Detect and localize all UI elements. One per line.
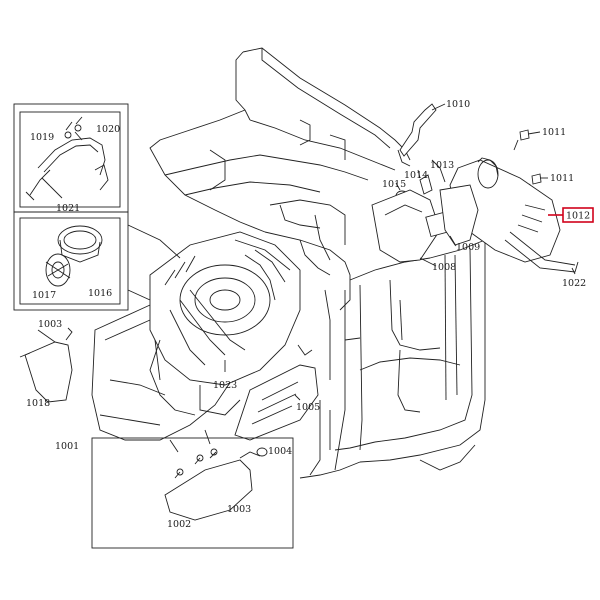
part-labels: 1010 1011 1011 1012 1013 1014 1015 1009 … <box>26 99 590 530</box>
leader-inset-lower <box>127 289 151 301</box>
inset-box-pipe-assembly <box>13 103 129 213</box>
bracket-1003-left <box>19 327 73 403</box>
label-1020: 1020 <box>96 124 120 135</box>
leader-inset-to-assembly <box>127 224 181 259</box>
label-1021: 1021 <box>56 203 80 214</box>
brew-unit-assembly <box>149 231 301 416</box>
label-1013: 1013 <box>430 160 454 171</box>
label-1001: 1001 <box>55 441 79 452</box>
label-1016: 1016 <box>88 288 112 299</box>
chute-1005 <box>234 344 319 441</box>
label-1019: 1019 <box>30 132 54 143</box>
label-1005: 1005 <box>296 402 320 413</box>
motor-1012 <box>449 157 579 273</box>
inset-box-bottom <box>91 429 294 549</box>
label-1023: 1023 <box>213 380 237 391</box>
label-1011-top: 1011 <box>542 127 566 138</box>
label-1008: 1008 <box>432 262 456 273</box>
lever-part-1010 <box>397 103 437 167</box>
main-housing-frame <box>149 47 501 479</box>
label-1014: 1014 <box>404 170 428 181</box>
bracket-1008-1009 <box>371 184 479 263</box>
label-1009: 1009 <box>456 242 480 253</box>
label-1010: 1010 <box>446 99 470 110</box>
leader-lines <box>37 103 576 401</box>
label-1004: 1004 <box>268 446 292 457</box>
label-1018: 1018 <box>26 398 50 409</box>
label-1012: 1012 <box>566 211 590 222</box>
label-1003-bottom: 1003 <box>227 504 251 515</box>
label-1017: 1017 <box>32 290 56 301</box>
label-1022: 1022 <box>562 278 586 289</box>
label-1015: 1015 <box>382 179 406 190</box>
inset-box-grinder-parts <box>13 211 129 311</box>
label-1002: 1002 <box>167 519 191 530</box>
label-1011-right: 1011 <box>550 173 574 184</box>
screw-1011-top <box>513 129 530 151</box>
label-1003-left: 1003 <box>38 319 62 330</box>
